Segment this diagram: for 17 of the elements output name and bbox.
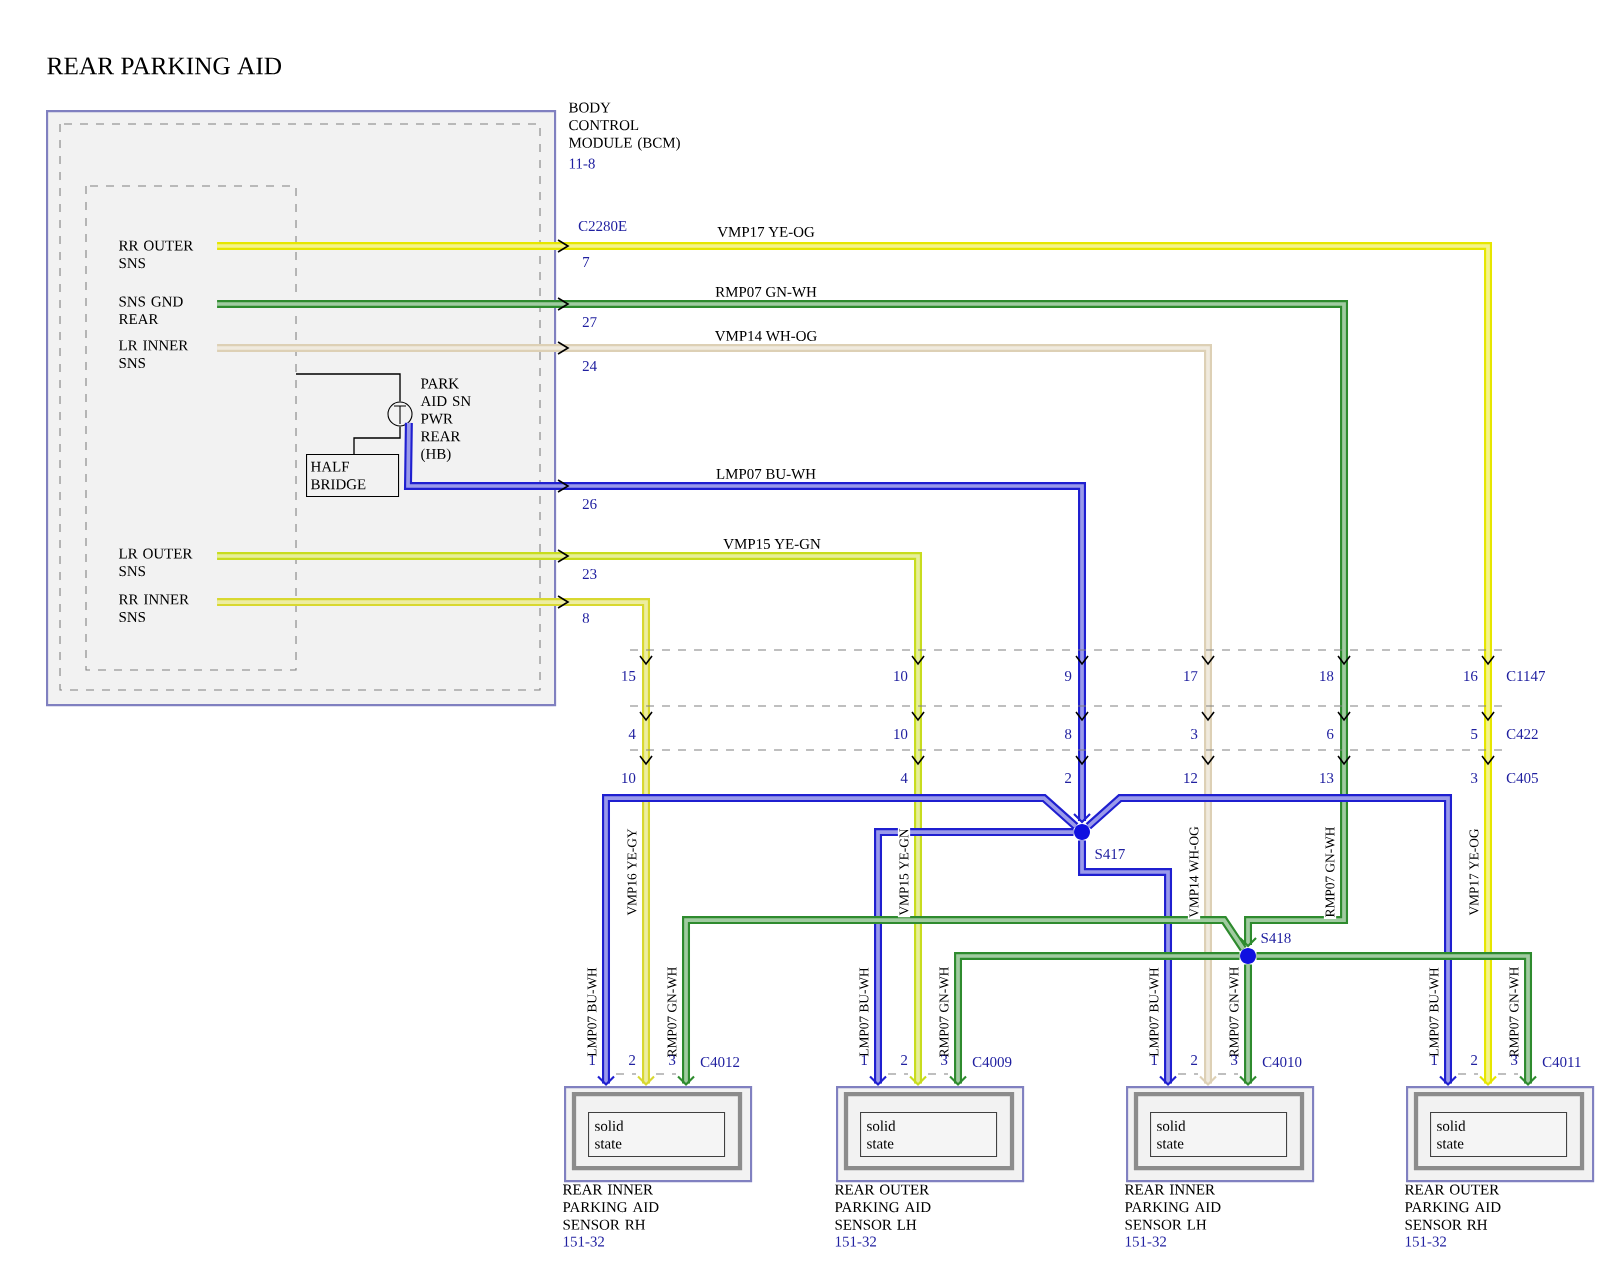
wire	[1239, 964, 1257, 1086]
wire	[869, 828, 1074, 1086]
wire	[1085, 794, 1457, 1086]
wire	[217, 300, 1349, 948]
title: REAR PARKING AID	[47, 57, 281, 75]
wire	[217, 344, 1217, 1086]
wire	[217, 242, 1497, 1086]
wire	[217, 598, 655, 1086]
wire	[597, 794, 1079, 1086]
wire	[949, 952, 1240, 1086]
connecting-line	[295, 373, 401, 403]
wire	[403, 422, 1091, 824]
wire	[1078, 840, 1177, 1086]
wire	[1256, 952, 1537, 1086]
wire	[217, 552, 927, 1086]
connecting-line	[353, 425, 401, 455]
wire	[677, 916, 1247, 1086]
